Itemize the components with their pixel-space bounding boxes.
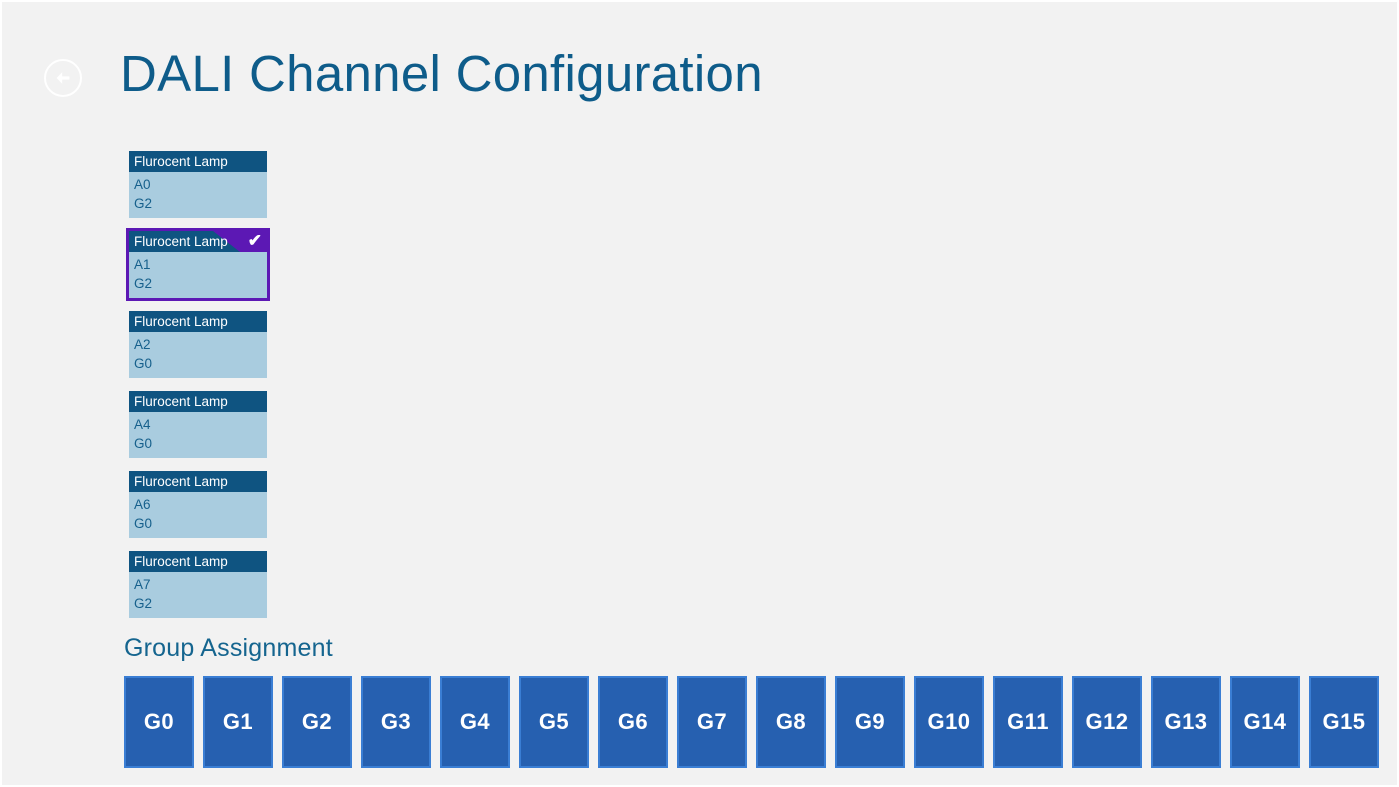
group-button-g15[interactable]: G15 <box>1309 676 1379 768</box>
group-button-label: G4 <box>459 709 491 734</box>
group-button-label: G11 <box>1007 709 1049 734</box>
group-button-label: G3 <box>380 709 412 734</box>
lamp-address-value: A7 <box>134 577 151 592</box>
group-button-label: G8 <box>775 709 807 734</box>
lamp-group-value: G2 <box>134 276 153 291</box>
lamp-address-value: A4 <box>134 417 151 432</box>
lamp-card-title: Flurocent Lamp <box>134 154 228 169</box>
group-button-g9[interactable]: G9 <box>835 676 905 768</box>
lamp-card-title: Flurocent Lamp <box>134 474 228 489</box>
group-button-label: G15 <box>1322 709 1366 734</box>
group-assignment-section: Group Assignment G0 G1 G2 G3 G4 G5 G6 G7 G8 G9 G10… <box>124 632 1379 768</box>
page-title: DALI Channel Configuration <box>120 45 763 102</box>
lamp-group-value: G0 <box>134 436 153 451</box>
group-button-g5[interactable]: G5 <box>519 676 589 768</box>
lamp-card-header: Flurocent Lamp <box>129 391 267 412</box>
lamp-address-value: A0 <box>134 177 151 192</box>
group-button-label: G12 <box>1085 709 1129 734</box>
group-button-label: G1 <box>222 709 254 734</box>
group-button-label: G7 <box>696 709 728 734</box>
group-button-g3[interactable]: G3 <box>361 676 431 768</box>
lamp-group-value: G2 <box>134 596 153 611</box>
lamp-address-value: A1 <box>134 257 151 272</box>
group-button-label: G5 <box>538 709 570 734</box>
group-button-label: G14 <box>1243 709 1287 734</box>
lamp-address-value: A6 <box>134 497 151 512</box>
lamp-group-value: G2 <box>134 196 153 211</box>
group-button-label: G13 <box>1164 709 1208 734</box>
lamp-card-header: Flurocent Lamp <box>129 471 267 492</box>
group-button-row: G0 G1 G2 G3 G4 G5 G6 G7 G8 G9 G10 G11 G12 G13 G14 G15 <box>124 676 1379 768</box>
group-button-g7[interactable]: G7 <box>677 676 747 768</box>
group-button-g2[interactable]: G2 <box>282 676 352 768</box>
group-button-g12[interactable]: G12 <box>1072 676 1142 768</box>
lamp-group-value: G0 <box>134 356 153 371</box>
lamp-card-title: Flurocent Lamp <box>134 394 228 409</box>
group-button-g4[interactable]: G4 <box>440 676 510 768</box>
lamp-group-value: G0 <box>134 516 153 531</box>
group-button-g0[interactable]: G0 <box>124 676 194 768</box>
group-assignment-title: Group Assignment <box>124 634 333 662</box>
lamp-card-title: Flurocent Lamp <box>134 314 228 329</box>
group-button-label: G2 <box>301 709 333 734</box>
group-button-g8[interactable]: G8 <box>756 676 826 768</box>
group-button-label: G10 <box>927 709 971 734</box>
back-button[interactable] <box>44 59 82 97</box>
group-button-g13[interactable]: G13 <box>1151 676 1221 768</box>
lamp-address-value: A2 <box>134 337 151 352</box>
group-button-label: G6 <box>617 709 649 734</box>
group-button-label: G0 <box>143 709 175 734</box>
group-button-g1[interactable]: G1 <box>203 676 273 768</box>
group-button-g14[interactable]: G14 <box>1230 676 1300 768</box>
lamp-card-title: Flurocent Lamp <box>134 234 228 249</box>
lamp-card-header: Flurocent Lamp ✔ <box>129 231 267 252</box>
lamp-card-header: Flurocent Lamp <box>129 151 267 172</box>
lamp-card-header: Flurocent Lamp <box>129 311 267 332</box>
group-button-g6[interactable]: G6 <box>598 676 668 768</box>
group-button-g11[interactable]: G11 <box>993 676 1063 768</box>
lamp-card-header: Flurocent Lamp <box>129 551 267 572</box>
lamp-card-title: Flurocent Lamp <box>134 554 228 569</box>
group-button-g10[interactable]: G10 <box>914 676 984 768</box>
page-header: DALI Channel Configuration <box>2 2 1399 138</box>
group-button-label: G9 <box>854 709 886 734</box>
checkmark-icon: ✔ <box>247 231 262 250</box>
